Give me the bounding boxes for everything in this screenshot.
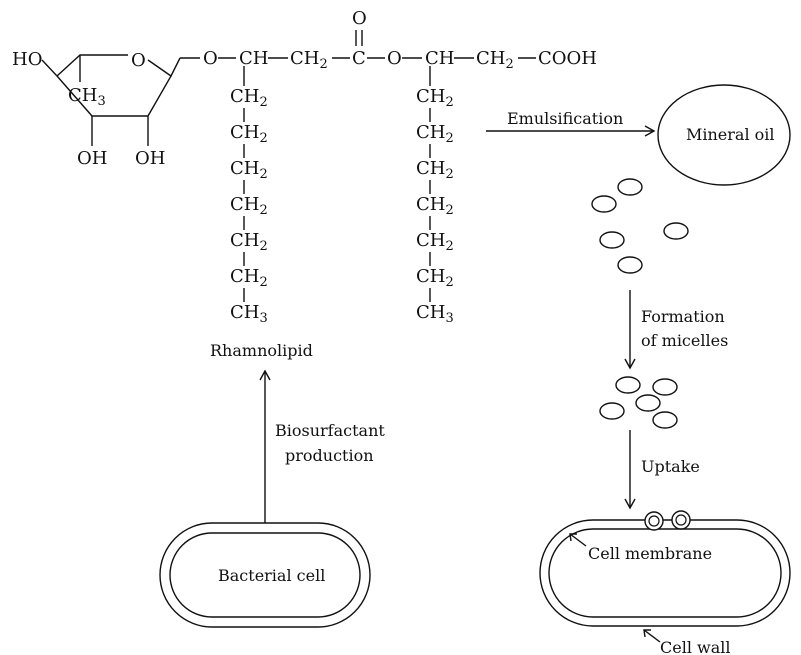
left-chain-ch2: CH2: [230, 158, 268, 182]
left-chain-ch2: CH2: [230, 194, 268, 218]
micelles: [599, 376, 678, 429]
uptake-cell: Cell membrane Cell wall: [539, 510, 791, 655]
carbonyl-oxygen-label: O: [352, 8, 367, 29]
biosurfactant-label-line2: production: [285, 446, 374, 465]
ring-oh-right-label: OH: [135, 148, 165, 169]
emulsification-label: Emulsification: [507, 109, 623, 128]
right-chain-ch2: CH2: [416, 194, 454, 218]
formation-label-line2: of micelles: [641, 331, 728, 350]
left-chain-ch2: CH2: [230, 122, 268, 146]
ether-oxygen-label: O: [203, 48, 218, 69]
uptake-label: Uptake: [641, 457, 700, 476]
carbonyl-carbon-label: C: [352, 48, 366, 69]
backbone-ch2-2: CH2: [476, 48, 514, 72]
backbone-ch-2: CH: [425, 48, 454, 69]
right-chain-ch2: CH2: [416, 122, 454, 146]
ring-ch3-label: CH3: [68, 85, 106, 109]
ester-oxygen-label: O: [387, 48, 402, 69]
left-chain-ch2: CH2: [230, 266, 268, 290]
backbone-ch-1: CH: [239, 48, 268, 69]
right-chain-ch3: CH3: [416, 302, 454, 326]
backbone-ch2-1: CH2: [290, 48, 328, 72]
right-alkyl-chain: CH2 CH2 CH2 CH2 CH2 CH2 CH3: [416, 66, 454, 326]
rhamnolipid-label: Rhamnolipid: [210, 341, 313, 360]
cell-wall-label: Cell wall: [660, 638, 731, 655]
right-chain-ch2: CH2: [416, 86, 454, 110]
right-chain-ch2: CH2: [416, 230, 454, 254]
left-chain-ch2: CH2: [230, 230, 268, 254]
mineral-oil-label: Mineral oil: [686, 125, 775, 144]
bacterial-cell-label: Bacterial cell: [218, 566, 325, 585]
ring-oh-left-label: OH: [77, 148, 107, 169]
formation-label-line1: Formation: [641, 307, 725, 326]
right-chain-ch2: CH2: [416, 266, 454, 290]
emulsified-droplets: [591, 178, 689, 274]
biosurfactant-label-line1: Biosurfactant: [275, 421, 385, 440]
left-chain-ch2: CH2: [230, 86, 268, 110]
right-chain-ch2: CH2: [416, 158, 454, 182]
left-chain-ch3: CH3: [230, 302, 268, 326]
lipid-backbone: O CH CH2 C O O CH CH2 COOH: [203, 8, 597, 72]
bacterial-cell: Bacterial cell: [159, 522, 371, 628]
rhamnose-ring: HO O CH3 OH OH: [12, 49, 200, 169]
ring-ho-label: HO: [12, 49, 42, 70]
mineral-oil-droplet: [657, 84, 791, 186]
cell-membrane-label: Cell membrane: [588, 544, 712, 563]
ring-oxygen-label: O: [131, 50, 146, 71]
left-alkyl-chain: CH2 CH2 CH2 CH2 CH2 CH2 CH3: [230, 66, 268, 326]
carboxyl-group-label: COOH: [538, 48, 597, 69]
